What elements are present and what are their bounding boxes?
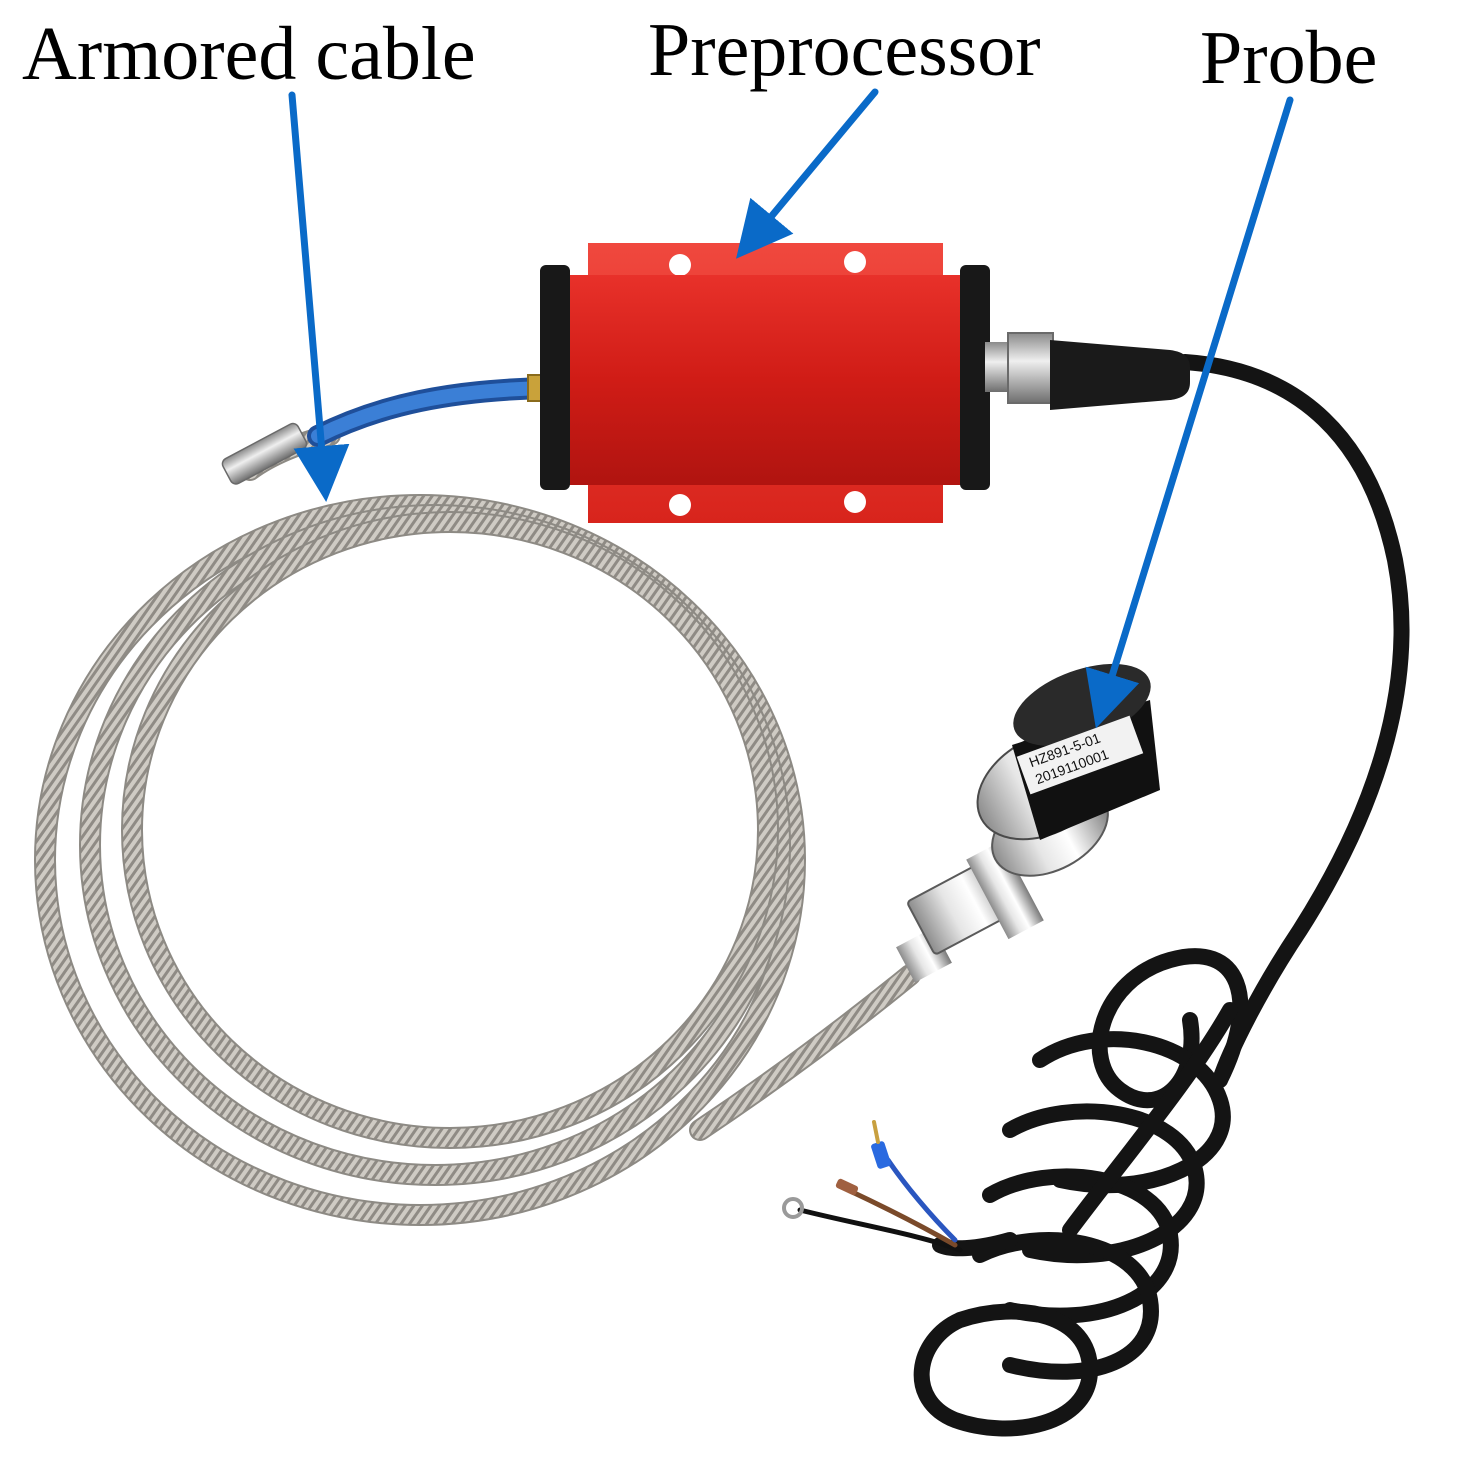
label-probe: Probe bbox=[1200, 16, 1378, 100]
mount-hole bbox=[844, 251, 866, 273]
cable-ferrule bbox=[221, 422, 308, 485]
mount-hole bbox=[844, 491, 866, 513]
mount-hole bbox=[669, 254, 691, 276]
label-preprocessor: Preprocessor bbox=[648, 8, 1041, 92]
blue-lead bbox=[307, 374, 559, 447]
wire-leads bbox=[782, 1120, 963, 1253]
mount-hole bbox=[669, 494, 691, 516]
arrow-probe bbox=[1085, 96, 1294, 729]
label-armored-cable: Armored cable bbox=[22, 12, 476, 96]
preprocessor-box bbox=[540, 243, 990, 523]
probe-connector bbox=[985, 332, 1190, 410]
arrow-preprocessor bbox=[736, 88, 879, 259]
armored-cable-coil bbox=[34, 424, 921, 1226]
arrow-armored-cable bbox=[288, 91, 350, 502]
annotation-arrows bbox=[288, 88, 1294, 729]
probe-cable bbox=[913, 354, 1410, 1437]
